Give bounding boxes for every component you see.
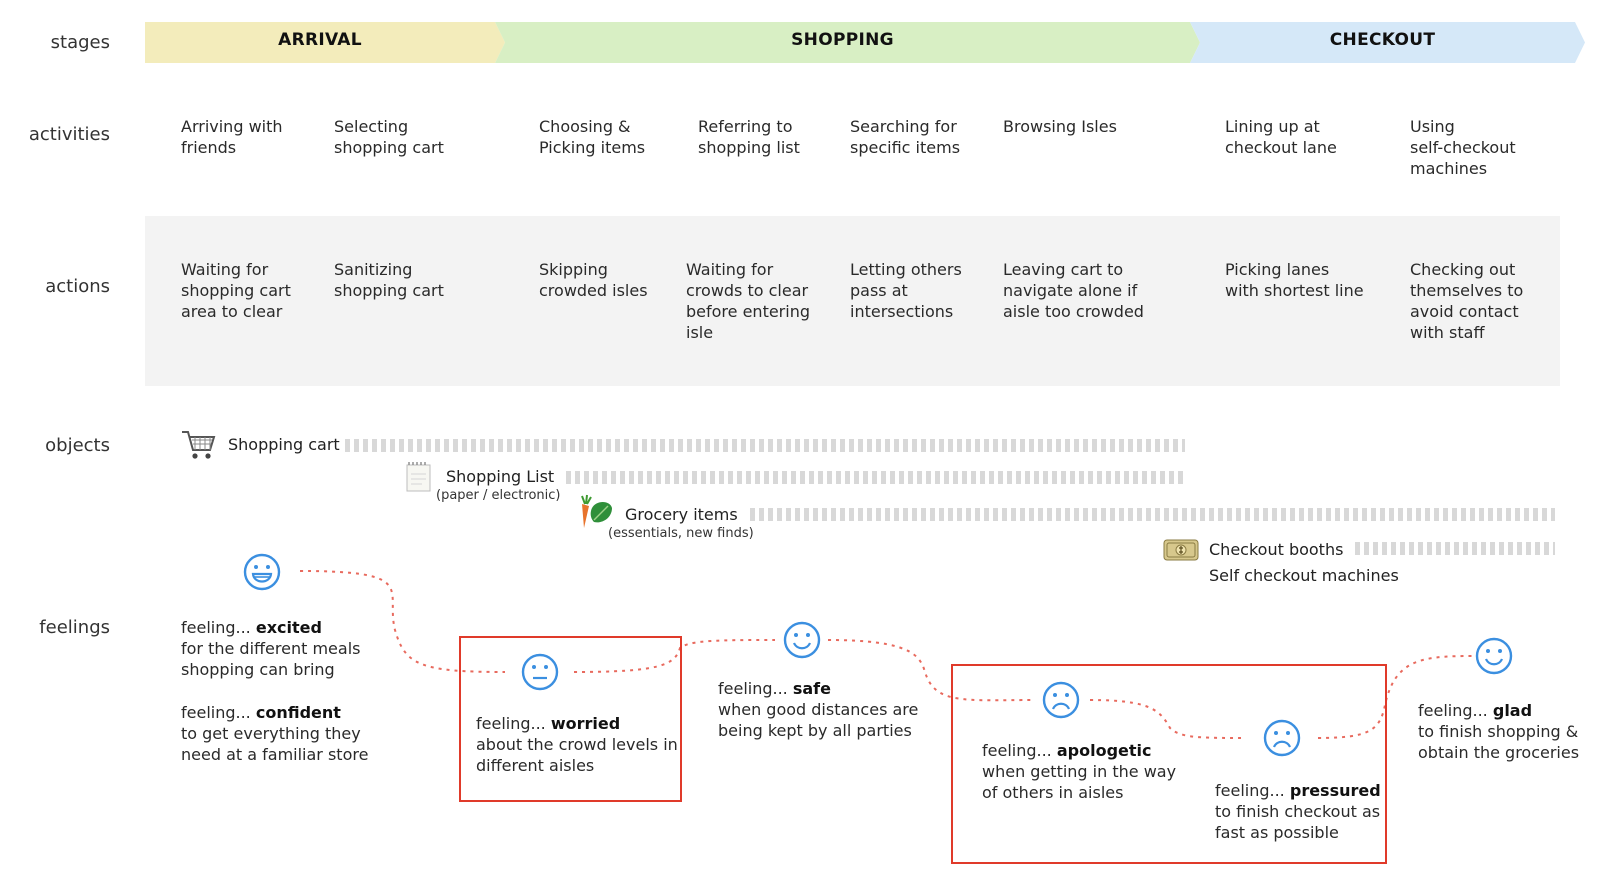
activity-cell: Choosing & Picking items — [539, 117, 646, 157]
feeling-prefix: feeling... — [181, 618, 251, 637]
smile-face-icon — [1475, 637, 1513, 675]
action-cell: Waiting for shopping cart area to clear — [181, 260, 291, 321]
feeling-word: safe — [792, 679, 831, 698]
feeling-word: pressured — [1289, 781, 1381, 800]
object-grocery-label: Grocery items — [625, 505, 738, 524]
stage-shopping-shape — [495, 22, 1200, 63]
feeling-desc: when getting in the way of others in ais… — [982, 762, 1177, 802]
object-grocery-sub: (essentials, new finds) — [608, 526, 754, 541]
smile-face-icon — [783, 621, 821, 659]
feeling-confident: feeling... confident to get everything t… — [181, 702, 368, 765]
feeling-glad: feeling... glad to finish shopping & obt… — [1418, 700, 1579, 763]
action-cell: Leaving cart to navigate alone if aisle … — [1003, 260, 1144, 321]
activity-cell: Using self-checkout machines — [1410, 117, 1516, 178]
action-cell: Waiting for crowds to clear before enter… — [686, 260, 810, 342]
action-cell: Picking lanes with shortest line — [1225, 260, 1364, 300]
activity-cell: Selecting shopping cart — [334, 117, 444, 157]
feeling-word: glad — [1492, 701, 1533, 720]
action-cell: Skipping crowded isles — [539, 260, 648, 300]
action-cell: Letting others pass at intersections — [850, 260, 962, 321]
object-list-sub: (paper / electronic) — [436, 488, 561, 503]
stage-arrival-shape — [145, 22, 505, 63]
grin-face-icon — [243, 553, 281, 591]
row-label-stages: stages — [50, 32, 110, 53]
row-label-feelings: feelings — [39, 617, 110, 638]
object-cart-label: Shopping cart — [228, 435, 340, 454]
stage-arrival-label: ARRIVAL — [278, 30, 362, 50]
highlight-box-checkout-pain — [951, 664, 1387, 864]
money-icon — [1163, 539, 1199, 561]
feeling-desc: for the different meals shopping can bri… — [181, 639, 361, 679]
sad-face-icon — [1263, 719, 1301, 757]
feeling-word: confident — [255, 703, 341, 722]
object-checkout-label: Checkout booths — [1209, 540, 1344, 559]
action-cell: Checking out themselves to avoid contact… — [1410, 260, 1524, 342]
object-list-label: Shopping List — [446, 467, 555, 486]
actions-band — [145, 216, 1560, 386]
emotion-path — [299, 570, 1473, 739]
object-list-timeline — [566, 471, 1185, 484]
feeling-word: apologetic — [1056, 741, 1152, 760]
feeling-prefix: feeling... — [181, 703, 251, 722]
feeling-excited: feeling... excited for the different mea… — [181, 617, 360, 680]
stage-shopping-label: SHOPPING — [791, 30, 894, 50]
activity-cell: Searching for specific items — [850, 117, 961, 157]
sad-face-icon — [1042, 681, 1080, 719]
feeling-desc: to get everything they need at a familia… — [181, 724, 369, 764]
feeling-word: excited — [255, 618, 322, 637]
activity-cell: Arriving with friends — [181, 117, 283, 157]
object-checkout-timeline — [1355, 542, 1555, 555]
feeling-prefix: feeling... — [718, 679, 788, 698]
feeling-desc: to finish checkout as fast as possible — [1215, 802, 1381, 842]
neutral-face-icon — [521, 653, 559, 691]
row-label-actions: actions — [45, 276, 110, 297]
activity-cell: Lining up at checkout lane — [1225, 117, 1337, 157]
feeling-prefix: feeling... — [1418, 701, 1488, 720]
feeling-desc: to finish shopping & obtain the grocerie… — [1418, 722, 1580, 762]
notepad-icon — [406, 462, 431, 492]
vegetables-icon — [581, 494, 612, 528]
object-checkout-sub: Self checkout machines — [1209, 566, 1399, 585]
shopping-cart-icon — [182, 431, 216, 459]
feeling-word: worried — [550, 714, 621, 733]
highlight-box-worried — [459, 636, 682, 802]
activity-cell: Browsing Isles — [1003, 117, 1117, 136]
row-label-objects: objects — [45, 435, 110, 456]
stage-checkout-label: CHECKOUT — [1329, 30, 1436, 50]
action-cell: Sanitizing shopping cart — [334, 260, 444, 300]
feeling-desc: about the crowd levels in different aisl… — [476, 735, 678, 775]
feeling-safe: feeling... safe when good distances are … — [718, 678, 918, 741]
feeling-pressured: feeling... pressured to finish checkout … — [1215, 780, 1381, 843]
feeling-desc: when good distances are being kept by al… — [718, 700, 919, 740]
feeling-prefix: feeling... — [476, 714, 546, 733]
object-cart-timeline — [345, 439, 1185, 452]
activity-cell: Referring to shopping list — [698, 117, 800, 157]
feeling-apologetic: feeling... apologetic when getting in th… — [982, 740, 1176, 803]
object-grocery-timeline — [750, 508, 1555, 521]
feeling-prefix: feeling... — [982, 741, 1052, 760]
stage-checkout-shape — [1190, 22, 1585, 63]
row-label-activities: activities — [28, 124, 110, 145]
stage-banner — [145, 22, 1585, 63]
feeling-prefix: feeling... — [1215, 781, 1285, 800]
feeling-worried: feeling... worried about the crowd level… — [476, 713, 678, 776]
